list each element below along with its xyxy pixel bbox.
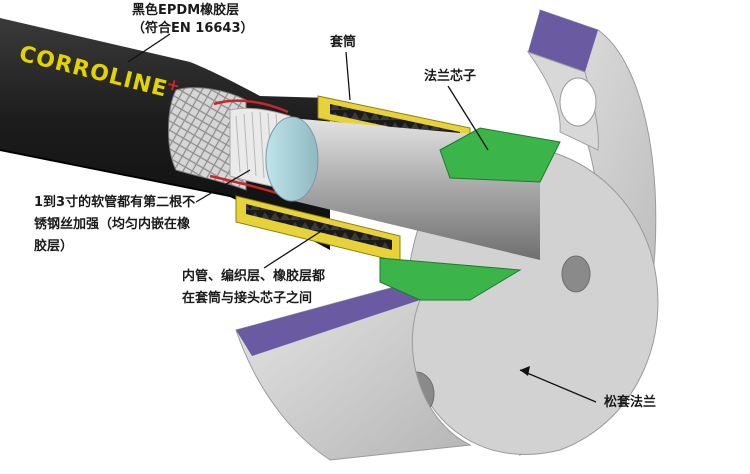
label-second-wire-line2: 锈钢丝加强（均匀内嵌在橡 bbox=[34, 217, 191, 232]
hose-outer-jacket bbox=[0, 18, 330, 250]
bolt-hole bbox=[561, 255, 591, 293]
core-bore bbox=[265, 116, 319, 202]
label-second-wire-line1: 1到3寸的软管都有第二根不 bbox=[34, 195, 196, 210]
label-flange-core-text: 法兰芯子 bbox=[424, 69, 477, 84]
leader-flange-core bbox=[447, 85, 489, 151]
label-epdm-line1: 黑色EPDM橡胶层 bbox=[132, 3, 240, 18]
flange-core bbox=[265, 116, 561, 301]
label-loose-flange: 松套法兰 bbox=[604, 394, 656, 412]
rib-lines bbox=[235, 111, 281, 183]
arrow-loose-flange bbox=[520, 366, 530, 376]
flange-top-purple bbox=[528, 10, 598, 72]
label-layers: 内管、编织层、橡胶层都 在套筒与接头芯子之间 bbox=[182, 268, 325, 308]
leader-second-wire bbox=[195, 169, 251, 203]
label-loose-flange-text: 松套法兰 bbox=[604, 395, 657, 410]
label-epdm-layer: 黑色EPDM橡胶层 （符合EN 16643） bbox=[132, 2, 254, 38]
sleeve-bottom-teeth bbox=[246, 204, 392, 250]
core-green-bottom bbox=[379, 257, 522, 301]
label-second-wire-line3: 胶层） bbox=[34, 239, 74, 254]
brand-mark: + bbox=[165, 74, 184, 96]
core-green-top bbox=[439, 127, 561, 183]
label-layers-line1: 内管、编织层、橡胶层都 bbox=[182, 269, 326, 284]
label-layers-line2: 在套筒与接头芯子之间 bbox=[182, 291, 313, 306]
leader-loose-flange bbox=[519, 369, 597, 403]
label-epdm-line2: （符合EN 16643） bbox=[132, 21, 254, 36]
leader-layers bbox=[263, 227, 327, 269]
leader-lines bbox=[127, 33, 597, 403]
braid-layer bbox=[168, 87, 247, 191]
leader-sleeve bbox=[345, 51, 351, 101]
flange-cut-purple bbox=[236, 280, 420, 356]
label-sleeve-text: 套筒 bbox=[330, 35, 357, 50]
label-flange-core: 法兰芯子 bbox=[424, 68, 476, 86]
label-sleeve: 套筒 bbox=[330, 34, 356, 52]
label-second-wire: 1到3寸的软管都有第二根不 锈钢丝加强（均匀内嵌在橡 胶层） bbox=[34, 194, 195, 256]
bolt-hole bbox=[559, 77, 597, 127]
leader-epdm bbox=[127, 33, 171, 63]
